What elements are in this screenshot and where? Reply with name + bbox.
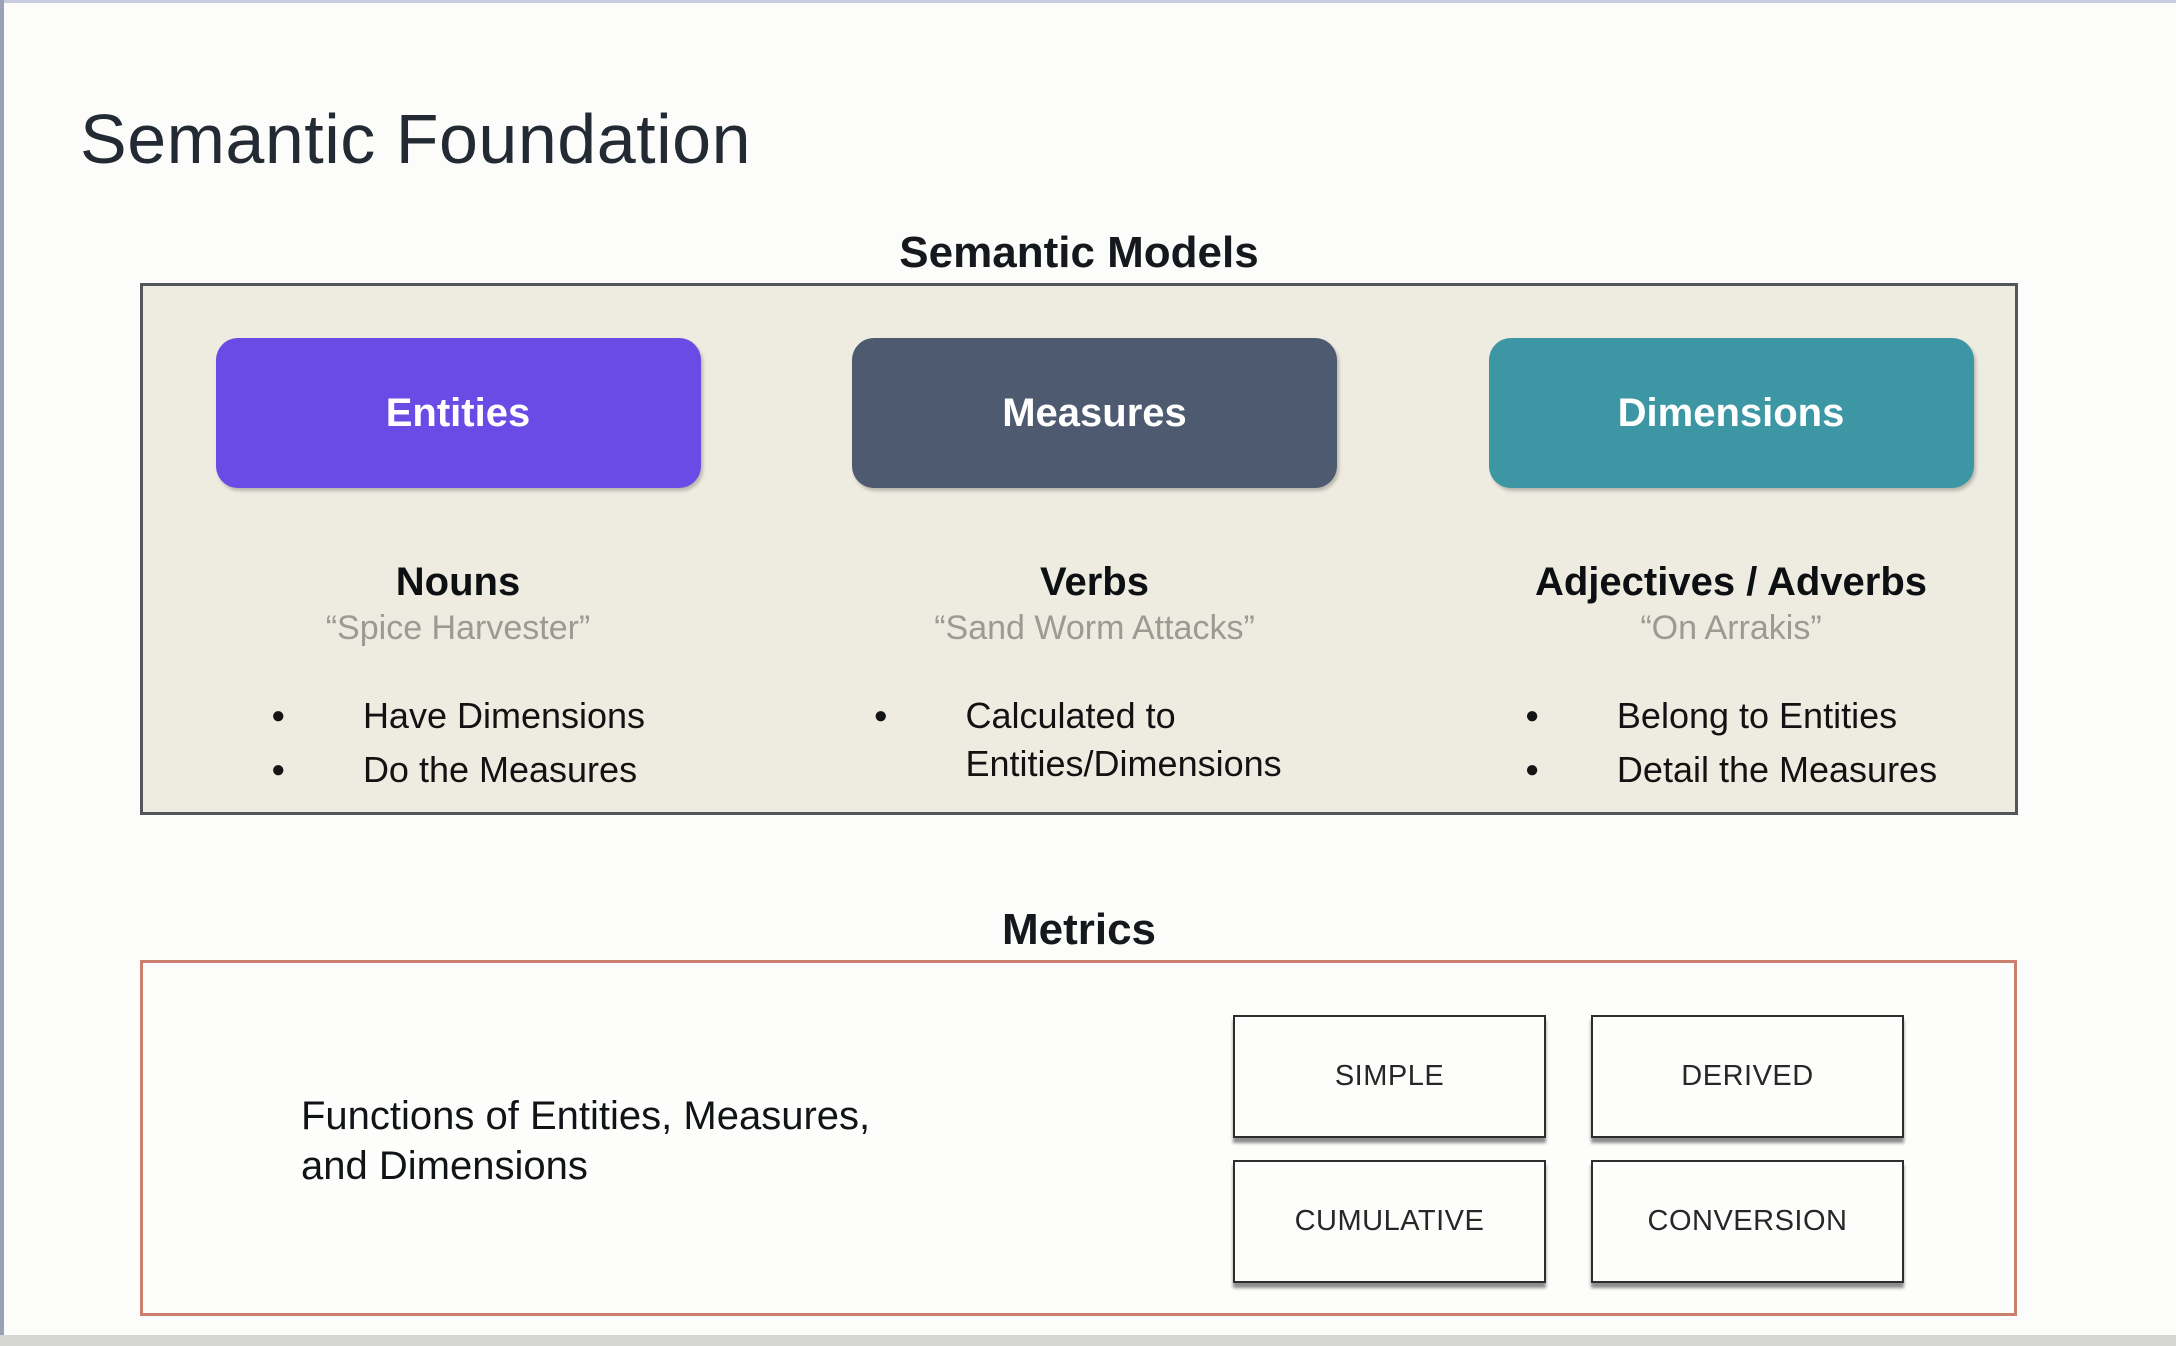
window-bottom-edge [0, 1335, 2176, 1346]
model-quote: “Spice Harvester” [325, 609, 591, 647]
metric-box-simple: SIMPLE [1233, 1015, 1546, 1138]
model-column: Dimensions Adjectives / Adverbs “On Arra… [1471, 338, 1991, 812]
model-bullets: ● Belong to Entities ● Detail the Measures [1525, 692, 1937, 800]
model-term: Nouns [395, 560, 521, 604]
model-button-entities[interactable]: Entities [215, 338, 701, 488]
semantic-models-heading: Semantic Models [899, 228, 1259, 277]
metric-box-derived: DERIVED [1591, 1015, 1904, 1138]
model-quote: “On Arrakis” [1640, 609, 1822, 647]
model-column: Measures Verbs “Sand Worm Attacks” ● Calc… [835, 338, 1355, 812]
model-term: Adjectives / Adverbs [1534, 560, 1927, 604]
bullet-text: Do the Measures [362, 749, 638, 790]
model-bullets: ● Calculated to Entities/Dimensions [874, 692, 1316, 794]
bullet-text: Calculated to Entities/Dimensions [965, 695, 1282, 784]
bullet-icon: ● [1524, 756, 1540, 783]
bullet-icon: ● [270, 756, 286, 783]
bullet-icon: ● [270, 702, 286, 729]
bullet-item: ● Belong to Entities [1525, 692, 1937, 740]
bullet-text: Have Dimensions [362, 695, 646, 736]
model-quote: “Sand Worm Attacks” [934, 609, 1255, 647]
model-bullets: ● Have Dimensions ● Do the Measures [271, 692, 645, 800]
bullet-item: ● Calculated to Entities/Dimensions [874, 692, 1316, 788]
bullet-icon: ● [1524, 702, 1540, 729]
bullet-icon: ● [873, 702, 889, 729]
page-title: Semantic Foundation [80, 99, 752, 178]
metrics-heading: Metrics [1001, 905, 1157, 954]
metric-box-cumulative: CUMULATIVE [1233, 1160, 1546, 1283]
bullet-text: Belong to Entities [1616, 695, 1898, 736]
bullet-item: ● Detail the Measures [1525, 746, 1937, 794]
semantic-models-panel: Entities Nouns “Spice Harvester” ● Have D… [140, 283, 2018, 815]
metrics-panel: Functions of Entities, Measures, and Dim… [140, 960, 2017, 1316]
model-button-measures[interactable]: Measures [852, 338, 1337, 488]
window-top-edge [0, 0, 2176, 3]
bullet-text: Detail the Measures [1616, 749, 1938, 790]
metrics-description: Functions of Entities, Measures, and Dim… [301, 1094, 871, 1188]
model-button-dimensions[interactable]: Dimensions [1488, 338, 1974, 488]
bullet-item: ● Do the Measures [271, 746, 645, 794]
model-term: Verbs [1040, 560, 1149, 604]
metric-boxes: SIMPLE DERIVED CUMULATIVE CONVERSION [1233, 1015, 1904, 1283]
metric-box-conversion: CONVERSION [1591, 1160, 1904, 1283]
window-left-edge [0, 0, 4, 1346]
model-column: Entities Nouns “Spice Harvester” ● Have D… [198, 338, 718, 812]
bullet-item: ● Have Dimensions [271, 692, 645, 740]
